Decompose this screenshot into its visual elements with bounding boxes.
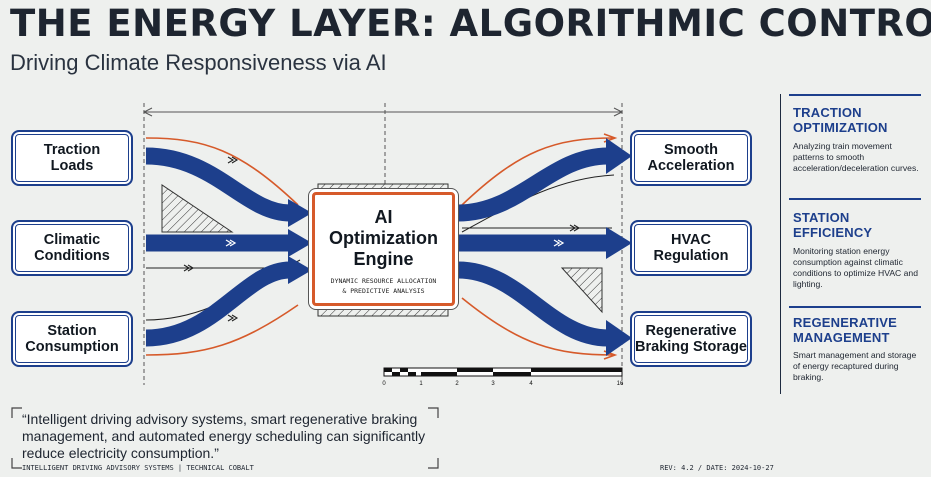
output-label: Regenerative Braking Storage xyxy=(635,323,747,355)
output-label: HVAC Regulation xyxy=(653,232,729,264)
output-hvac-regulation: HVAC Regulation xyxy=(630,220,752,276)
blue-arrowheads-right xyxy=(606,138,632,356)
section-body-station: Monitoring station energy consumption ag… xyxy=(793,246,918,289)
page-title: THE ENERGY LAYER: ALGORITHMIC CONTROL xyxy=(10,2,931,45)
scale-tick-16: 16 xyxy=(617,381,624,387)
input-traction-loads: Traction Loads xyxy=(11,130,133,186)
section-heading-traction: TRACTION OPTIMIZATION xyxy=(793,105,888,135)
quote-text: “Intelligent driving advisory systems, s… xyxy=(22,411,426,461)
hatched-regions xyxy=(161,184,603,314)
blue-arrowheads-left xyxy=(288,199,312,284)
output-regenerative-braking-storage: Regenerative Braking Storage xyxy=(630,311,752,367)
input-label: Traction Loads xyxy=(43,142,101,174)
input-station-consumption: Station Consumption xyxy=(11,311,133,367)
band-chevrons xyxy=(225,239,565,247)
footer-left: INTELLIGENT DRIVING ADVISORY SYSTEMS | T… xyxy=(22,464,254,472)
section-rule xyxy=(789,94,921,96)
side-panel: TRACTION OPTIMIZATION Analyzing train mo… xyxy=(780,94,923,394)
scale-tick-0: 0 xyxy=(382,381,386,387)
section-rule xyxy=(789,306,921,308)
input-label: Station Consumption xyxy=(25,323,119,355)
scale-tick-3: 3 xyxy=(491,381,495,387)
footer-right: REV: 4.2 / DATE: 2024-10-27 xyxy=(660,464,774,472)
input-climatic-conditions: Climatic Conditions xyxy=(11,220,133,276)
scale-tick-2: 2 xyxy=(455,381,459,387)
section-heading-station: STATION EFFICIENCY xyxy=(793,210,873,240)
scale-tick-1: 1 xyxy=(419,381,423,387)
engine-title: AI Optimization Engine xyxy=(329,207,438,269)
page-subtitle: Driving Climate Responsiveness via AI xyxy=(10,50,387,75)
output-label: Smooth Acceleration xyxy=(647,142,735,174)
input-label: Climatic Conditions xyxy=(34,232,110,264)
section-rule xyxy=(789,198,921,200)
orange-flow-lines xyxy=(145,133,618,360)
quote-brackets xyxy=(11,407,439,469)
engine-subtitle: DYNAMIC RESOURCE ALLOCATION & PREDICTIVE… xyxy=(330,277,437,295)
section-body-regenerative: Smart management and storage of energy r… xyxy=(793,350,917,382)
output-smooth-acceleration: Smooth Acceleration xyxy=(630,130,752,186)
section-heading-regenerative: REGENERATIVE MANAGEMENT xyxy=(793,315,898,345)
blue-flow-bands-left xyxy=(145,147,291,347)
blue-flow-bands-right xyxy=(457,147,609,347)
section-body-traction: Analyzing train movement patterns to smo… xyxy=(793,141,919,173)
line-chevrons xyxy=(183,156,581,322)
scale-tick-labels: 0 1 2 3 4 16 xyxy=(382,381,624,387)
scale-tick-4: 4 xyxy=(529,381,533,387)
scale-bar xyxy=(383,367,623,377)
ai-optimization-engine: AI Optimization Engine DYNAMIC RESOURCE … xyxy=(312,192,455,306)
